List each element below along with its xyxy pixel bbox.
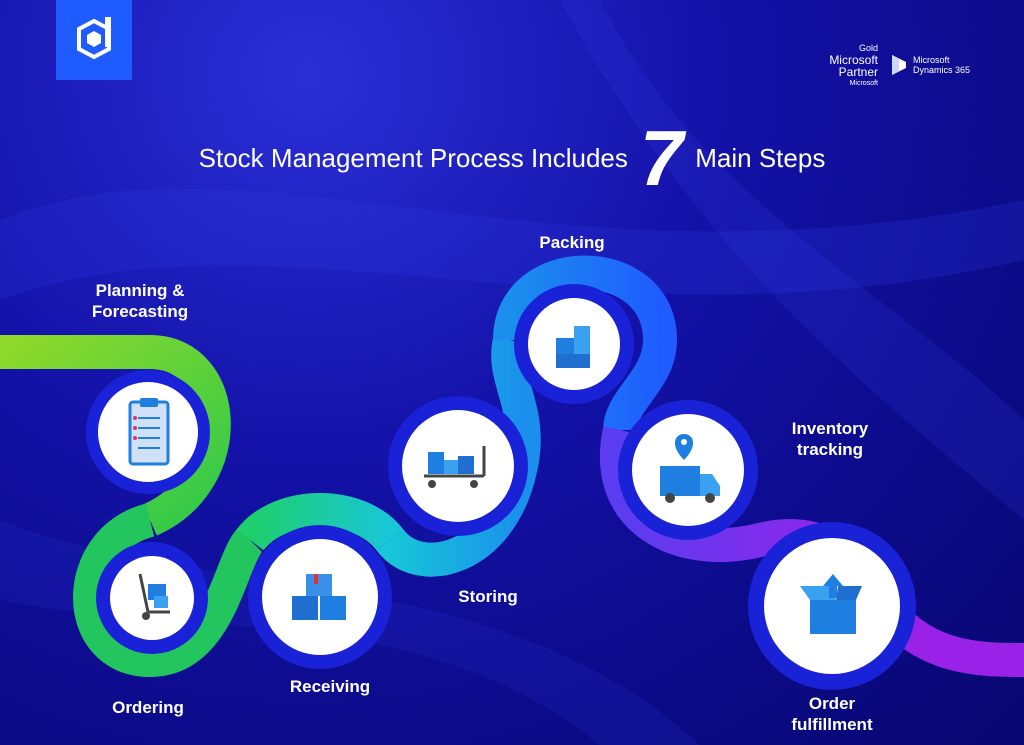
clipboard-icon bbox=[128, 398, 170, 466]
microsoft-partner-badge: Gold Microsoft Partner Microsoft bbox=[808, 42, 878, 90]
dynamics-365-badge: Microsoft Dynamics 365 bbox=[890, 54, 970, 76]
step-label-ordering: Ordering bbox=[88, 697, 208, 718]
delivery-truck-icon bbox=[660, 434, 720, 503]
step-label-packing: Packing bbox=[512, 232, 632, 253]
boxes-stack-icon bbox=[292, 574, 346, 620]
packing-boxes-icon bbox=[556, 326, 590, 368]
fulfillment-label-line1: Order bbox=[808, 694, 856, 713]
step-label-planning: Planning & Forecasting bbox=[70, 280, 210, 322]
title-after: Main Steps bbox=[695, 142, 826, 173]
fulfillment-label-line2: fulfillment bbox=[791, 715, 873, 734]
receiving-label: Receiving bbox=[289, 677, 371, 696]
dynamics-line2: Dynamics 365 bbox=[913, 65, 971, 75]
partner-tier: Gold bbox=[858, 43, 878, 53]
storing-label: Storing bbox=[458, 587, 518, 606]
open-box-icon bbox=[800, 574, 862, 634]
planning-label-line1: Planning & bbox=[95, 281, 185, 300]
title-number: 7 bbox=[639, 114, 684, 202]
dynamics-line1: Microsoft bbox=[913, 55, 950, 65]
page-title: Stock Management Process Includes 7 Main… bbox=[0, 118, 1024, 198]
path-segment-planning bbox=[0, 335, 231, 536]
packing-label: Packing bbox=[539, 233, 605, 252]
partner-brand: Microsoft bbox=[829, 53, 878, 67]
title-before: Stock Management Process Includes bbox=[198, 142, 628, 173]
partner-footer: Microsoft bbox=[849, 80, 878, 87]
dynamics-logo-icon bbox=[892, 55, 906, 75]
path-segment-ordering bbox=[73, 503, 264, 678]
path-segment-packing bbox=[493, 255, 678, 432]
hand-truck-icon bbox=[138, 573, 170, 620]
tracking-label-line1: Inventory bbox=[791, 419, 869, 438]
step-label-receiving: Receiving bbox=[270, 676, 390, 697]
step-label-storing: Storing bbox=[428, 586, 548, 607]
ordering-label: Ordering bbox=[112, 698, 184, 717]
cube-logo-icon bbox=[77, 17, 111, 60]
tracking-label-line2: tracking bbox=[796, 440, 864, 459]
company-logo[interactable] bbox=[56, 0, 132, 80]
partner-title: Partner bbox=[838, 65, 878, 79]
cart-boxes-icon bbox=[424, 446, 486, 488]
path-segment-receiving bbox=[236, 493, 404, 552]
step-label-fulfillment: Order fulfillment bbox=[762, 693, 902, 735]
planning-label-line2: Forecasting bbox=[91, 302, 189, 321]
step-label-tracking: Inventory tracking bbox=[760, 418, 900, 460]
